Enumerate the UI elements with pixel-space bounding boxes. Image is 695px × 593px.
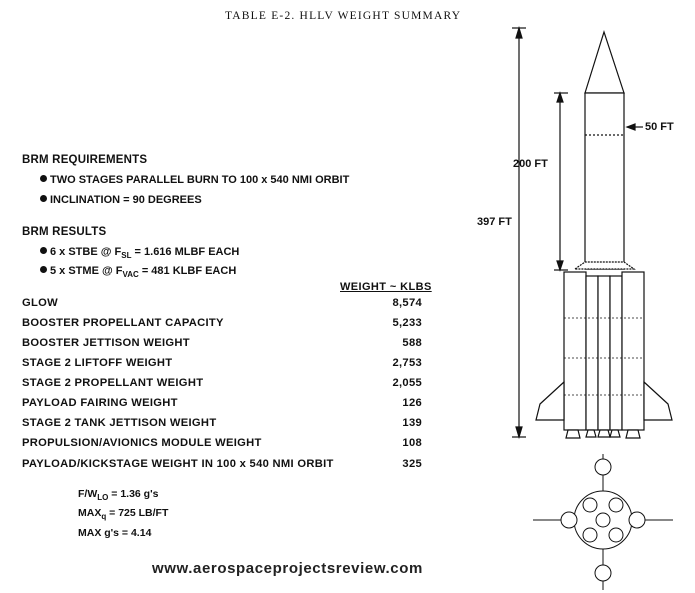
row-value: 108 — [402, 437, 422, 449]
diameter-label: 50 FT — [645, 121, 674, 133]
nose-cone — [584, 30, 625, 94]
row-label: PAYLOAD/KICKSTAGE WEIGHT IN 100 x 540 NM… — [22, 458, 334, 470]
thrust-to-weight: F/WLO = 1.36 g's — [78, 488, 158, 502]
row-label: BOOSTER JETTISON WEIGHT — [22, 337, 190, 349]
requirement-item-1: TWO STAGES PARALLEL BURN TO 100 x 540 NM… — [40, 174, 349, 186]
upper-height-label: 200 FT — [513, 158, 548, 170]
bullet-icon — [40, 195, 47, 202]
result-item-1-suffix: = 1.616 MLBF EACH — [131, 246, 240, 258]
maxq-prefix: MAX — [78, 507, 102, 519]
row-label: PAYLOAD FAIRING WEIGHT — [22, 397, 178, 409]
bullet-icon — [40, 266, 47, 273]
fw-prefix: F/W — [78, 488, 98, 500]
result-item-2-suffix: = 481 KLBF EACH — [138, 265, 237, 277]
table-row: GLOW 8,574 — [22, 297, 422, 313]
requirement-item-2: INCLINATION = 90 DEGREES — [40, 194, 202, 206]
table-row: PROPULSION/AVIONICS MODULE WEIGHT 108 — [22, 437, 422, 453]
maxq-sub: q — [101, 512, 107, 522]
result-item-1: 6 x STBE @ FSL = 1.616 MLBF EACH — [40, 246, 239, 260]
bullet-icon — [40, 247, 47, 254]
booster-core — [597, 275, 611, 431]
maxq-suffix: = 725 LB/FT — [106, 507, 169, 519]
result-item-1-sub: SL — [121, 251, 132, 261]
row-label: GLOW — [22, 297, 58, 309]
weights-column-header: WEIGHT ~ KLBS — [340, 281, 432, 293]
requirement-item-2-text: INCLINATION = 90 DEGREES — [50, 194, 202, 206]
table-row: BOOSTER JETTISON WEIGHT 588 — [22, 337, 422, 353]
plan-view — [533, 454, 673, 590]
booster-inner-left — [585, 275, 599, 431]
booster-inner-right — [609, 275, 623, 431]
brm-results-heading: BRM RESULTS — [22, 226, 107, 238]
result-item-2-prefix: 5 x STME @ F — [50, 265, 123, 277]
row-value: 325 — [402, 458, 422, 470]
table-row: STAGE 2 LIFTOFF WEIGHT 2,753 — [22, 357, 422, 373]
watermark-url: www.aerospaceprojectsreview.com — [152, 560, 423, 577]
result-item-2-sub: VAC — [122, 270, 139, 280]
table-row: PAYLOAD/KICKSTAGE WEIGHT IN 100 x 540 NM… — [22, 458, 422, 474]
row-value: 2,753 — [392, 357, 422, 369]
table-row: BOOSTER PROPELLANT CAPACITY 5,233 — [22, 317, 422, 333]
table-title: TABLE E-2. HLLV WEIGHT SUMMARY — [225, 10, 462, 22]
row-label: PROPULSION/AVIONICS MODULE WEIGHT — [22, 437, 262, 449]
engine-nozzles — [565, 429, 641, 439]
table-row: STAGE 2 TANK JETTISON WEIGHT 139 — [22, 417, 422, 433]
result-item-1-prefix: 6 x STBE @ F — [50, 246, 122, 258]
booster-left — [563, 271, 587, 431]
row-label: BOOSTER PROPELLANT CAPACITY — [22, 317, 224, 329]
booster-right — [621, 271, 645, 431]
row-label: STAGE 2 PROPELLANT WEIGHT — [22, 377, 204, 389]
row-label: STAGE 2 LIFTOFF WEIGHT — [22, 357, 173, 369]
row-value: 8,574 — [392, 297, 422, 309]
fin-left — [535, 380, 565, 421]
requirement-item-1-text: TWO STAGES PARALLEL BURN TO 100 x 540 NM… — [50, 174, 350, 186]
table-row: PAYLOAD FAIRING WEIGHT 126 — [22, 397, 422, 413]
max-q: MAXq = 725 LB/FT — [78, 507, 168, 521]
fw-suffix: = 1.36 g's — [108, 488, 159, 500]
total-height-label: 397 FT — [477, 216, 512, 228]
upper-stage-body — [584, 92, 625, 270]
table-row: STAGE 2 PROPELLANT WEIGHT 2,055 — [22, 377, 422, 393]
row-label: STAGE 2 TANK JETTISON WEIGHT — [22, 417, 217, 429]
row-value: 2,055 — [392, 377, 422, 389]
max-g: MAX g's = 4.14 — [78, 527, 152, 539]
bullet-icon — [40, 175, 47, 182]
fw-sub: LO — [97, 493, 109, 503]
result-item-2: 5 x STME @ FVAC = 481 KLBF EACH — [40, 265, 236, 279]
brm-requirements-heading: BRM REQUIREMENTS — [22, 154, 148, 166]
row-value: 126 — [402, 397, 422, 409]
fin-right — [643, 380, 673, 421]
row-value: 588 — [402, 337, 422, 349]
row-value: 5,233 — [392, 317, 422, 329]
row-value: 139 — [402, 417, 422, 429]
